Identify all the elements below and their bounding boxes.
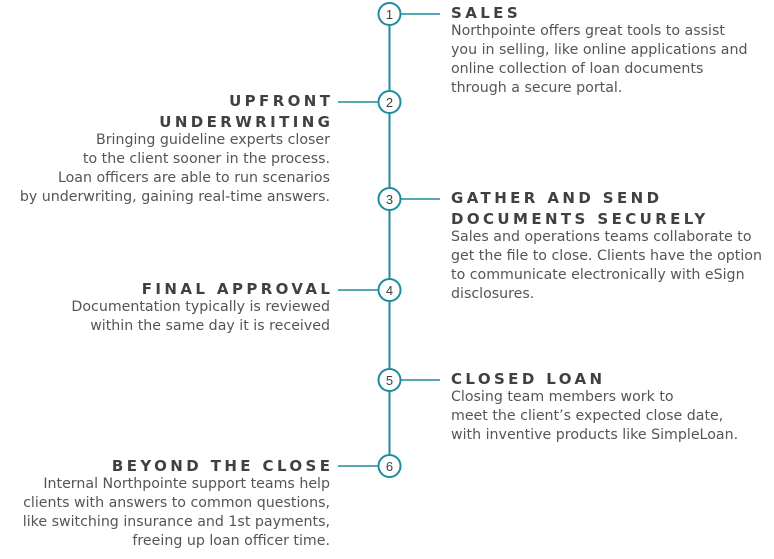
step-4-title: FINAL APPROVAL xyxy=(141,280,334,298)
step-marker-2: 2 xyxy=(338,90,402,114)
step-circle-1 xyxy=(377,2,402,26)
step-1-description: Northpointe offers great tools to assist… xyxy=(451,23,748,96)
step-2: UPFRONT UNDERWRITING Bringing guideline … xyxy=(20,91,330,207)
step-number-2: 2 xyxy=(386,95,393,110)
step-marker-5: 5 xyxy=(377,368,440,392)
step-marker-3: 3 xyxy=(377,187,440,211)
step-number-5: 5 xyxy=(386,373,393,388)
step-number-6: 6 xyxy=(386,459,393,474)
step-5-description: Closing team members work to meet the cl… xyxy=(451,389,739,443)
step-6: BEYOND THE CLOSE Internal Northpointe su… xyxy=(23,456,330,551)
step-2-title: UPFRONT UNDERWRITING xyxy=(159,92,334,131)
step-4: FINAL APPROVAL Documentation typically i… xyxy=(71,279,330,336)
step-4-description: Documentation typically is reviewed with… xyxy=(71,299,330,334)
step-5-title: CLOSED LOAN xyxy=(451,370,606,388)
step-circle-3 xyxy=(377,187,402,211)
step-circle-4 xyxy=(377,278,402,302)
step-3: GATHER AND SEND DOCUMENTS SECURELY Sales… xyxy=(451,188,762,304)
step-5: CLOSED LOAN Closing team members work to… xyxy=(451,369,738,445)
step-3-title: GATHER AND SEND DOCUMENTS SECURELY xyxy=(451,189,709,228)
step-6-title: BEYOND THE CLOSE xyxy=(111,457,334,475)
step-marker-1: 1 xyxy=(377,2,440,26)
step-3-description: Sales and operations teams collaborate t… xyxy=(451,229,762,302)
step-marker-6: 6 xyxy=(338,454,402,478)
step-number-1: 1 xyxy=(386,7,393,22)
step-1-title: SALES xyxy=(451,4,522,22)
step-number-3: 3 xyxy=(386,192,393,207)
step-6-description: Internal Northpointe support teams help … xyxy=(22,476,330,549)
step-1: SALES Northpointe offers great tools to … xyxy=(451,3,747,98)
step-marker-4: 4 xyxy=(338,278,402,302)
step-circle-2 xyxy=(377,90,402,114)
step-circle-6 xyxy=(377,454,402,478)
step-2-description: Bringing guideline experts closer to the… xyxy=(19,132,330,205)
step-number-4: 4 xyxy=(386,283,393,298)
step-circle-5 xyxy=(377,368,402,392)
